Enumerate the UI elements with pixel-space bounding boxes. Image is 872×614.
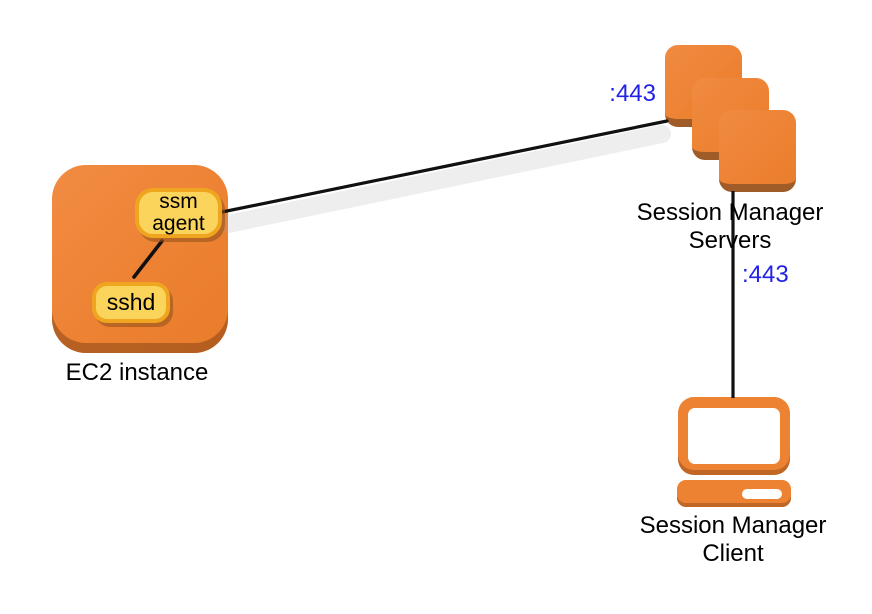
ssm-to-servers-connector — [220, 119, 669, 214]
servers-port-label: :443 — [609, 80, 656, 107]
ssm-to-servers-connector-shadow — [219, 125, 671, 233]
session-manager-servers-label: Session Manager Servers — [636, 199, 824, 254]
ssm-agent-chip: ssm agent — [135, 188, 222, 238]
session-manager-server-icon-3 — [719, 110, 796, 192]
laptop-screen — [688, 408, 780, 464]
client-port-label: :443 — [742, 261, 789, 288]
sshd-label: sshd — [106, 289, 156, 315]
session-manager-client-label: Session Manager Client — [639, 512, 827, 567]
sshd-chip: sshd — [92, 282, 170, 323]
ssm-agent-label: ssm agent — [152, 190, 205, 235]
ec2-instance-label: EC2 instance — [65, 359, 209, 386]
laptop-slot — [742, 489, 782, 499]
